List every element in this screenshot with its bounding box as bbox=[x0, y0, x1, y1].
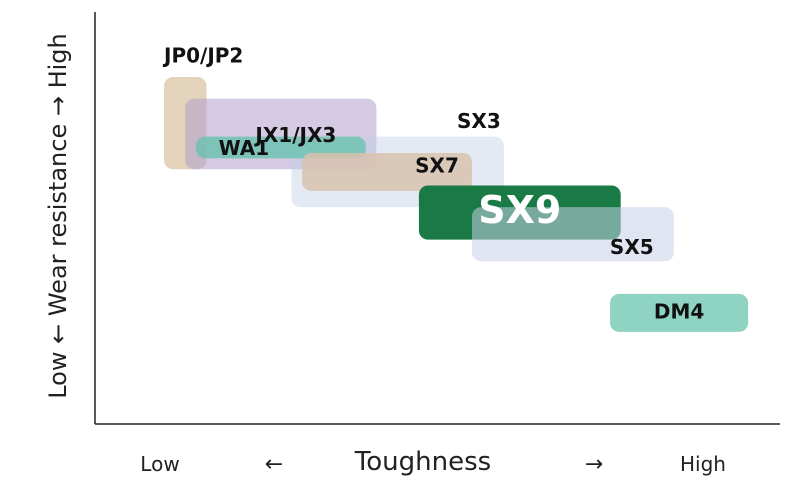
grade-label-sx3: SX3 bbox=[457, 109, 501, 133]
x-axis-title: Toughness bbox=[354, 447, 491, 477]
x-axis-low-label: Low bbox=[140, 452, 179, 476]
grade-box-sx7 bbox=[302, 152, 473, 191]
grade-box-sx5 bbox=[472, 207, 674, 262]
grade-label-jx1-jx3: JX1/JX3 bbox=[253, 123, 336, 147]
grade-label-wa1: WA1 bbox=[219, 136, 270, 160]
grade-label-jp0-jp2: JP0/JP2 bbox=[162, 44, 243, 68]
x-axis-high-label: High bbox=[680, 452, 726, 476]
x-axis-right-arrow: → bbox=[585, 452, 603, 477]
y-axis-title: Low ← Wear resistance → High bbox=[44, 33, 72, 399]
grade-label-sx7: SX7 bbox=[415, 153, 459, 177]
grade-box-dm4 bbox=[610, 293, 749, 332]
grade-boxes bbox=[164, 77, 749, 332]
grade-label-sx9: SX9 bbox=[478, 188, 561, 232]
x-axis-left-arrow: ← bbox=[265, 452, 283, 477]
grade-box-wa1 bbox=[195, 136, 366, 159]
grade-label-dm4: DM4 bbox=[654, 299, 704, 323]
grade-label-sx5: SX5 bbox=[610, 235, 654, 259]
